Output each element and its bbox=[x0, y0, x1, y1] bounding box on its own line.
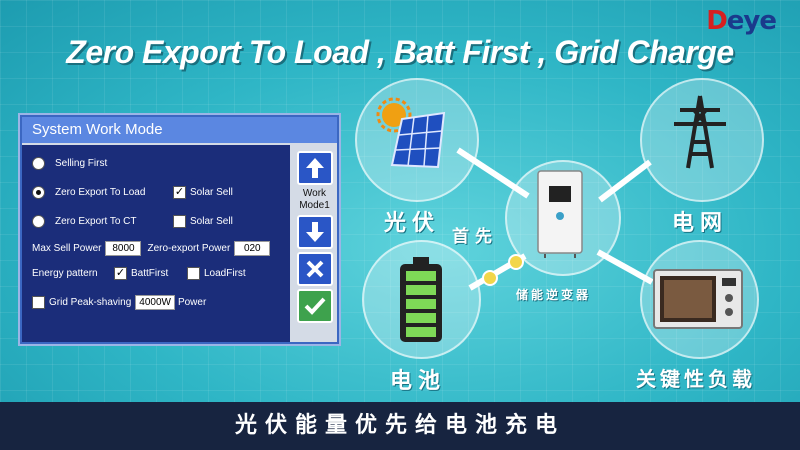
load-first-label: LoadFirst bbox=[204, 268, 246, 279]
down-button[interactable] bbox=[296, 215, 333, 249]
grid-peak-checkbox[interactable] bbox=[32, 296, 45, 309]
energy-pattern-row: Energy pattern ✓ BattFirst LoadFirst bbox=[32, 267, 246, 280]
microwave-icon bbox=[653, 269, 743, 329]
batt-first-label: BattFirst bbox=[131, 268, 169, 279]
grid-peak-row: Grid Peak-shaving 4000W Power bbox=[32, 295, 206, 310]
inverter-icon bbox=[537, 170, 583, 258]
solar-sell-label-1: Solar Sell bbox=[190, 187, 233, 198]
headline: Zero Export To Load , Batt First , Grid … bbox=[66, 34, 734, 70]
solar-sell-label-2: Solar Sell bbox=[190, 216, 233, 227]
max-sell-power-input[interactable]: 8000 bbox=[105, 241, 142, 256]
inverter-label: 储能逆变器 bbox=[516, 288, 592, 302]
solar-panel-icon bbox=[376, 97, 446, 169]
zero-export-ct-row[interactable]: Zero Export To CT Solar Sell bbox=[32, 215, 233, 228]
zero-export-load-label: Zero Export To Load bbox=[55, 187, 146, 198]
footer-caption: 光伏能量优先给电池充电 bbox=[0, 402, 800, 450]
zero-export-ct-radio[interactable] bbox=[32, 215, 45, 228]
panel-body: Selling First Zero Export To Load ✓ Sola… bbox=[22, 145, 290, 342]
grid-peak-input[interactable]: 4000W bbox=[135, 295, 175, 310]
power-row: Max Sell Power 8000 Zero-export Power 02… bbox=[32, 241, 271, 256]
power-unit-label: Power bbox=[177, 297, 207, 308]
confirm-button[interactable] bbox=[296, 289, 333, 323]
zero-export-ct-label: Zero Export To CT bbox=[55, 216, 137, 227]
zero-export-load-radio[interactable] bbox=[32, 186, 45, 199]
power-tower-icon bbox=[674, 95, 726, 169]
zero-export-load-row[interactable]: Zero Export To Load ✓ Solar Sell bbox=[32, 186, 233, 199]
grid-label: 电网 bbox=[672, 211, 729, 236]
load-first-checkbox[interactable] bbox=[187, 267, 200, 280]
arrow-up-icon bbox=[305, 158, 324, 178]
max-sell-power-label: Max Sell Power bbox=[32, 243, 102, 254]
battery-icon bbox=[400, 257, 442, 342]
arrow-down-icon bbox=[305, 222, 324, 242]
batt-first-checkbox[interactable]: ✓ bbox=[114, 267, 127, 280]
solar-sell-checkbox-2[interactable] bbox=[173, 215, 186, 228]
close-icon bbox=[306, 260, 323, 278]
cancel-button[interactable] bbox=[296, 252, 333, 286]
selling-first-label: Selling First bbox=[55, 158, 108, 169]
grid-peak-label: Grid Peak-shaving bbox=[49, 297, 132, 308]
energy-pattern-label: Energy pattern bbox=[32, 268, 98, 279]
check-icon bbox=[304, 297, 325, 315]
solar-sell-checkbox-1[interactable]: ✓ bbox=[173, 186, 186, 199]
pv-label: 光伏 bbox=[384, 211, 441, 236]
battery-label: 电池 bbox=[390, 369, 447, 394]
load-label: 关键性负载 bbox=[636, 367, 756, 391]
system-work-mode-panel: System Work Mode Selling First Zero Expo… bbox=[20, 115, 339, 344]
selling-first-radio[interactable] bbox=[32, 157, 45, 170]
priority-label: 首先 bbox=[452, 227, 498, 247]
up-button[interactable] bbox=[296, 151, 333, 185]
selling-first-row[interactable]: Selling First bbox=[32, 157, 107, 170]
zero-export-power-label: Zero-export Power bbox=[147, 243, 231, 254]
zero-export-power-input[interactable]: 020 bbox=[234, 241, 271, 256]
deye-logo: Deye bbox=[706, 6, 777, 36]
panel-title: System Work Mode bbox=[22, 117, 337, 143]
